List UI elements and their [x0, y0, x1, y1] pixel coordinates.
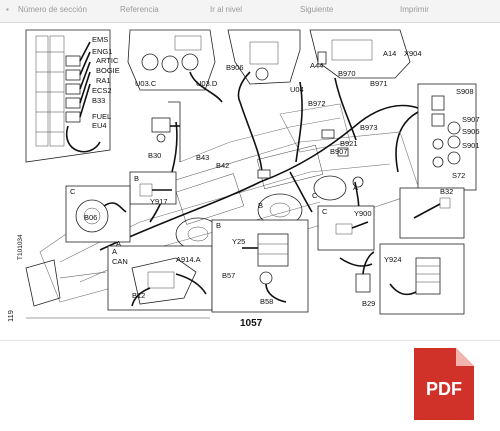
component-label: A14	[383, 49, 396, 58]
page-number: 119	[6, 310, 15, 322]
panel-label: RA1	[96, 76, 111, 85]
callout-letter: A	[353, 183, 358, 192]
inset-b06: C B06	[65, 185, 131, 243]
component-label: B970	[338, 69, 356, 78]
component-label: A914.A	[176, 255, 201, 264]
component-label: B921	[340, 139, 358, 148]
wiring-diagram-svg: 119 T101034 EMS ENG1 ARTIC BOGIE RA1 ECS…	[6, 29, 480, 329]
module-a44: A44 A14 X904	[309, 29, 422, 79]
sensor-b29: B29	[339, 251, 375, 308]
component-label: B43	[196, 153, 209, 162]
panel-label: EU4	[92, 121, 107, 130]
toolbar: ▪ Número de sección Referencia Ir al niv…	[0, 0, 500, 23]
callout-letter: B	[258, 201, 263, 210]
component-label: B30	[148, 151, 161, 160]
toolbar-item[interactable]: Referencia	[120, 5, 159, 14]
toolbar-item[interactable]: Ir al nivel	[210, 5, 243, 14]
component-label: S72	[452, 171, 465, 180]
component-label: U04	[290, 85, 304, 94]
component-label: S901	[462, 141, 480, 150]
panel-label: EMS	[92, 35, 108, 44]
component-label: X904	[404, 49, 422, 58]
pdf-file-icon[interactable]: PDF	[410, 346, 478, 422]
component-label: B32	[440, 187, 453, 196]
component-label: Y924	[384, 255, 402, 264]
panel-label: BOGIE	[96, 66, 120, 75]
component-label: B42	[216, 161, 229, 170]
inset-y917: B Y917	[129, 171, 177, 206]
component-label: B973	[360, 123, 378, 132]
toolbar-item[interactable]: Imprimir	[400, 5, 429, 14]
module-u04: B906 U04	[226, 29, 304, 103]
figure-number: 1057	[240, 318, 263, 329]
component-label: A44	[310, 61, 323, 70]
inset-y924: Y924	[379, 243, 465, 315]
toolbar-item[interactable]: Siguiente	[300, 5, 334, 14]
sensor-b30: B30	[148, 101, 181, 162]
component-label: Y917	[150, 197, 168, 206]
component-label: B972	[308, 99, 326, 108]
control-unit-panel: EMS ENG1 ARTIC BOGIE RA1 ECS2 B33 FUEL E…	[25, 29, 120, 163]
callout-letter: C	[312, 191, 318, 200]
wiring-diagram: 119 T101034 EMS ENG1 ARTIC BOGIE RA1 ECS…	[0, 22, 500, 341]
inset-y900: C Y900	[317, 205, 375, 251]
inset-can-module: A CAN A914.A B12	[107, 245, 213, 311]
callout-letter: C	[70, 187, 76, 196]
component-label: B906	[226, 63, 244, 72]
inset-1057: B Y25 B57 B58 1057	[211, 219, 309, 329]
component-label: Y25	[232, 237, 245, 246]
callout-letter: A	[116, 239, 121, 248]
inset-b32: B32	[399, 187, 465, 239]
component-label: B58	[260, 297, 273, 306]
component-label: B12	[132, 291, 145, 300]
callout-letter: B	[216, 221, 221, 230]
switch-panel: S908 S907 S906 S901 S72	[395, 83, 480, 191]
valve-block-u03: U03.C U03.D	[127, 29, 223, 103]
callout-letter: B	[134, 174, 139, 183]
component-label: B06	[84, 213, 97, 222]
panel-label: ARTIC	[96, 56, 119, 65]
panel-label: B33	[92, 96, 105, 105]
component-label: S908	[456, 87, 474, 96]
panel-label: ECS2	[92, 86, 112, 95]
component-label: Y900	[354, 209, 372, 218]
pdf-label: PDF	[426, 379, 462, 399]
component-label: B29	[362, 299, 375, 308]
component-label: B907	[330, 147, 348, 156]
side-code: T101034	[17, 234, 24, 260]
callout-letter: C	[322, 207, 328, 216]
toolbar-item[interactable]: Número de sección	[18, 5, 87, 14]
component-label: S907	[462, 115, 480, 124]
component-label: B57	[222, 271, 235, 280]
panel-label: FUEL	[92, 112, 111, 121]
component-label: B971	[370, 79, 388, 88]
component-label: U03.C	[135, 79, 157, 88]
lower-left-bracket: A	[25, 239, 121, 307]
component-label: S906	[462, 127, 480, 136]
panel-label: ENG1	[92, 47, 112, 56]
callout-letter: A	[112, 247, 117, 256]
component-label: U03.D	[196, 79, 218, 88]
component-label: CAN	[112, 257, 128, 266]
toolbar-grip-icon: ▪	[6, 5, 9, 14]
